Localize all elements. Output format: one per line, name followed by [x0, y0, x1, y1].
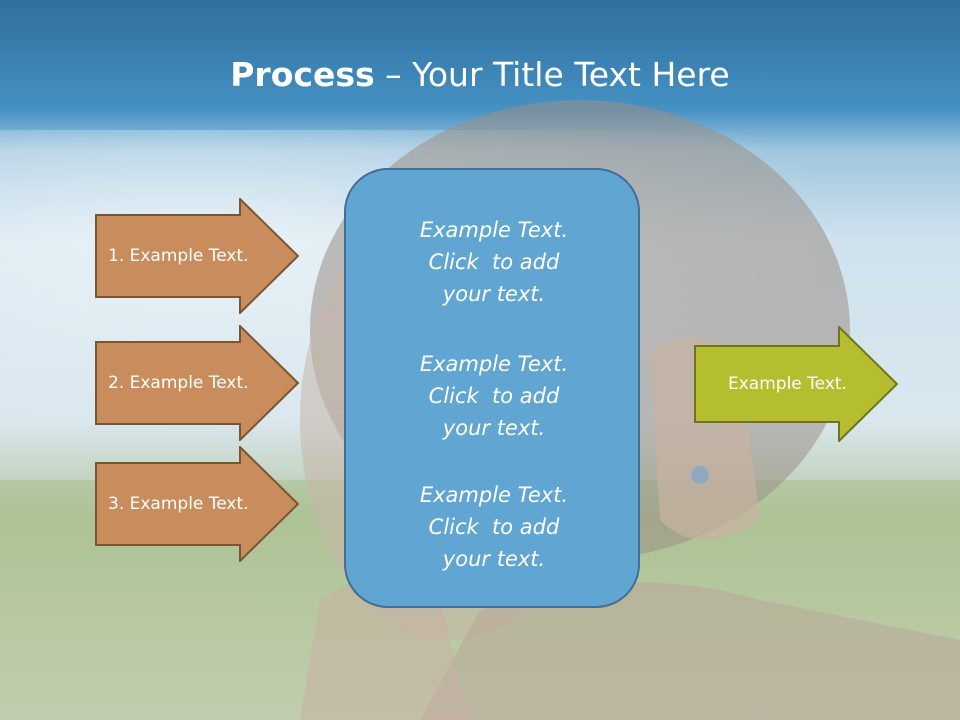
left-arrow-label: 3. Example Text. [108, 494, 249, 514]
right-arrow[interactable]: Example Text. [694, 326, 900, 442]
ring-shape [691, 466, 709, 484]
left-arrow-label: 2. Example Text. [108, 373, 249, 393]
block-line: Example Text. [419, 218, 569, 242]
block-line: Example Text. [419, 352, 569, 376]
block-line: your text. [442, 416, 546, 440]
left-arrow-label: 1. Example Text. [108, 246, 249, 266]
text-block-3[interactable]: Example Text. Click to add your text. [346, 479, 642, 575]
arrow-right-icon [95, 198, 300, 314]
center-text-box[interactable]: Example Text. Click to add your text. Ex… [344, 168, 640, 608]
shoulder-shape [420, 582, 960, 720]
block-line: Click to add [428, 515, 560, 539]
title-rest: – Your Title Text Here [374, 55, 730, 94]
arrow-right-icon [694, 326, 899, 442]
lower-hand-shape [300, 580, 470, 720]
title-bold: Process [230, 55, 375, 94]
text-block-1[interactable]: Example Text. Click to add your text. [346, 214, 642, 310]
text-block-2[interactable]: Example Text. Click to add your text. [346, 348, 642, 444]
arrow-right-icon [95, 446, 300, 562]
slide-title: Process – Your Title Text Here [0, 52, 960, 98]
right-arrow-label: Example Text. [728, 374, 847, 394]
block-line: your text. [442, 547, 546, 571]
left-arrow-2[interactable]: 2. Example Text. [95, 325, 301, 441]
block-line: Example Text. [419, 483, 569, 507]
left-arrow-1[interactable]: 1. Example Text. [95, 198, 301, 314]
block-line: Click to add [428, 384, 560, 408]
block-line: Click to add [428, 250, 560, 274]
left-arrow-3[interactable]: 3. Example Text. [95, 446, 301, 562]
block-line: your text. [442, 282, 546, 306]
arrow-right-icon [95, 325, 300, 441]
